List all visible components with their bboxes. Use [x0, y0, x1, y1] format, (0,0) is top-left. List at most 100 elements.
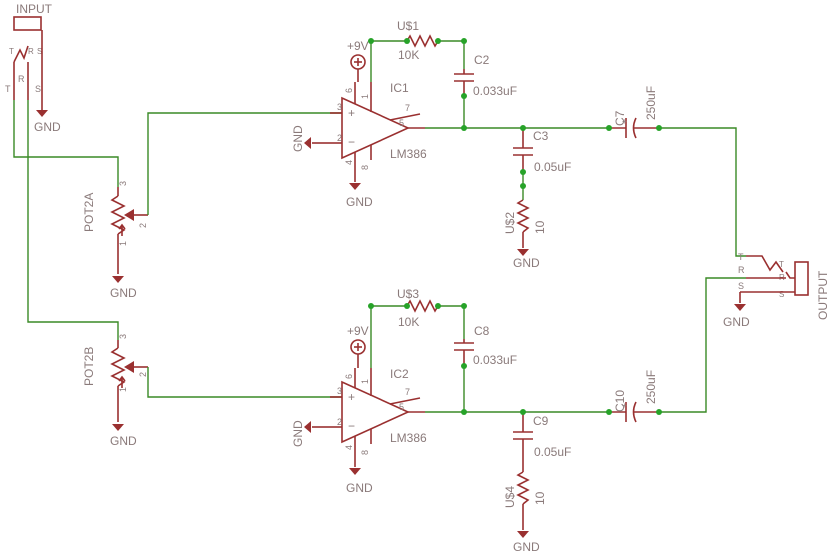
output-jack-body: [794, 261, 809, 296]
pot-2a-arrow-icon: [118, 223, 126, 236]
gnd-label: GND: [513, 540, 540, 554]
ic1-pin1: 1: [360, 94, 370, 99]
resistor-u3-value: 10K: [398, 315, 419, 329]
c10-name: C10: [613, 390, 627, 412]
gnd-label: GND: [723, 315, 750, 329]
c10-value: 250uF: [644, 370, 658, 404]
ground-icon: [517, 249, 529, 256]
resistor-u3-name: U$3: [397, 287, 419, 301]
c7-plus: +: [622, 117, 627, 126]
resistor-u2-zigzag: [516, 199, 530, 233]
ic2-pin3: 3: [337, 386, 342, 396]
input-pin-t: T: [9, 47, 14, 56]
ic2-pin2: 2: [337, 417, 342, 427]
input-pin-s: S: [37, 47, 42, 56]
pot-2b: POT2B 3 2 1 GND: [82, 334, 148, 448]
resistor-u2-value: 10: [533, 220, 547, 234]
ic1-pin8: 8: [360, 165, 370, 170]
wire-input-ring: [27, 100, 119, 340]
pot-2a: POT2A 3 2 1 GND: [82, 181, 148, 300]
ic2-triangle: [341, 380, 410, 444]
wire-input-tip: [13, 100, 119, 187]
capacitor-c8: C8 0.033uF: [454, 324, 517, 367]
pot-2a-name: POT2A: [82, 193, 96, 232]
output-net-s: S: [738, 281, 744, 291]
gnd-label: GND: [110, 434, 137, 448]
output-jack: OUTPUT T R S T R S GND: [723, 252, 830, 329]
c8-value: 0.033uF: [473, 353, 517, 367]
ic1-triangle: [341, 96, 410, 160]
ic1-pin4: 4: [344, 160, 354, 165]
resistor-u3-zigzag: [406, 299, 439, 313]
ic2-part: LM386: [390, 431, 427, 445]
vcc-label: +9V: [347, 39, 369, 53]
capacitor-c10: + C10 250uF: [609, 370, 659, 423]
c3-name: C3: [533, 129, 549, 143]
gnd-label: GND: [34, 120, 61, 134]
pot-2a-pin1: 1: [118, 241, 128, 246]
ground-icon: [304, 421, 311, 433]
ground-icon: [517, 531, 529, 538]
ic1-pin6: 6: [344, 88, 354, 93]
ic1-pin5: 5: [399, 118, 404, 128]
gnd-label: GND: [291, 420, 305, 447]
ic1-pin3: 3: [337, 102, 342, 112]
ic2-minus: −: [348, 419, 355, 433]
ic2-pin6: 6: [344, 374, 354, 379]
capacitor-c2: C2 0.033uF: [454, 53, 517, 98]
pot-2a-pin2: 2: [138, 223, 148, 228]
resistor-u4-zigzag: [516, 471, 530, 505]
gnd-label: GND: [346, 195, 373, 209]
c2-name: C2: [474, 53, 490, 67]
input-net-s: S: [35, 84, 41, 94]
resistor-u4: U$4 10 GND: [503, 471, 547, 554]
output-net-r: R: [738, 265, 745, 275]
resistor-u4-value: 10: [533, 491, 547, 505]
capacitor-c3: C3 0.05uF: [513, 128, 571, 174]
ic2-pin5: 5: [399, 402, 404, 412]
ic2-pin7: 7: [405, 387, 410, 397]
resistor-u3: U$3 10K: [397, 287, 439, 329]
c7-name: C7: [613, 110, 627, 126]
ground-icon: [349, 183, 361, 190]
capacitor-c9: C9 0.05uF: [513, 412, 571, 472]
c3-value: 0.05uF: [534, 160, 571, 174]
wire-c10-output: [659, 277, 746, 413]
pot-2b-name: POT2B: [82, 347, 96, 386]
c7-value: 250uF: [644, 86, 658, 120]
output-net-t: T: [738, 252, 744, 262]
ground-icon: [304, 137, 311, 149]
output-pin-s: S: [779, 290, 784, 299]
ic1-pin7: 7: [405, 103, 410, 113]
ic2-pin1: 1: [360, 379, 370, 384]
resistor-u1-value: 10K: [398, 48, 419, 62]
gnd-label: GND: [291, 125, 305, 152]
resistor-u4-name: U$4: [503, 486, 517, 508]
c9-name: C9: [533, 414, 549, 428]
ic2-name: IC2: [390, 367, 409, 381]
pot-2b-pin3: 3: [118, 334, 128, 339]
ic1-pin2: 2: [337, 133, 342, 143]
ic1-minus: −: [348, 135, 355, 149]
wire-u1-c2: [438, 40, 465, 69]
ic2-plus: +: [348, 390, 355, 404]
resistor-u2-name: U$2: [503, 212, 517, 234]
capacitor-c7: + C7 250uF: [609, 86, 659, 139]
junction-dots: [368, 38, 662, 415]
gnd-label: GND: [346, 481, 373, 495]
ground-icon: [112, 276, 124, 283]
ground-icon: [112, 424, 124, 431]
output-jack-tip-contact: [746, 255, 784, 273]
resistor-u1: U$1 10K: [397, 19, 439, 62]
resistor-u1-name: U$1: [397, 19, 419, 33]
pot-2b-arrow-icon: [118, 375, 126, 388]
output-jack-label: OUTPUT: [816, 270, 830, 320]
wire-pot2a-ic1: [147, 112, 342, 215]
input-jack-body: [13, 16, 42, 31]
ic1-plus: +: [348, 106, 355, 120]
pot-2b-pin1: 1: [118, 387, 128, 392]
output-pin-t: T: [779, 260, 784, 269]
pot-2b-wiper-icon: [124, 361, 134, 373]
wire-pot2b-ic2: [147, 367, 342, 398]
